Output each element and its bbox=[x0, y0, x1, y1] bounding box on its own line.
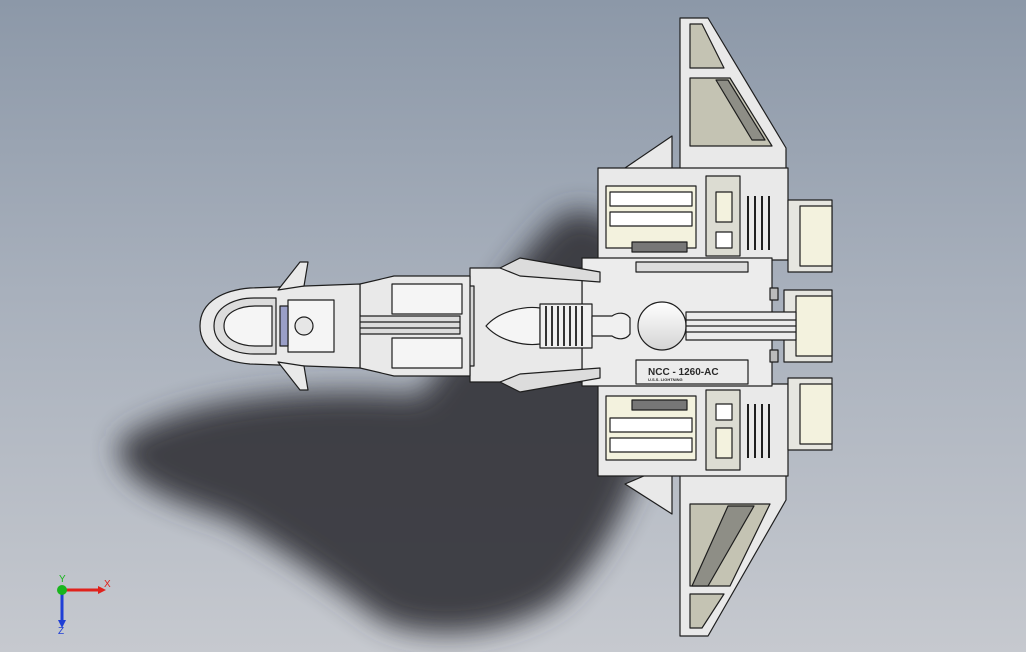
registry-panel: NCC - 1260-AC U.S.S. LIGHTNING bbox=[635, 359, 749, 385]
z-axis-arrowhead bbox=[58, 620, 66, 628]
starship-model[interactable]: NCC - 1260-AC U.S.S. LIGHTNING bbox=[199, 17, 833, 637]
upper-nacelle[interactable] bbox=[597, 167, 833, 273]
ship-name-text: U.S.S. LIGHTNING bbox=[648, 377, 683, 382]
forward-hull[interactable] bbox=[349, 275, 471, 377]
axis-triad: X Y Z bbox=[57, 574, 111, 637]
y-axis-label: Y bbox=[59, 574, 66, 585]
upper-wing[interactable] bbox=[624, 17, 787, 193]
lower-vent-grille bbox=[747, 404, 770, 458]
y-axis-dot bbox=[57, 585, 67, 595]
deflector-assembly[interactable] bbox=[485, 301, 797, 351]
lower-wing[interactable] bbox=[624, 459, 787, 637]
x-axis-arrowhead bbox=[98, 586, 106, 594]
z-axis-label: Z bbox=[58, 626, 64, 637]
lower-nacelle[interactable] bbox=[597, 377, 833, 477]
registry-text: NCC - 1260-AC bbox=[648, 367, 719, 378]
deflector-grille bbox=[545, 306, 583, 346]
upper-vent-grille bbox=[747, 196, 770, 250]
center-engine[interactable] bbox=[783, 289, 833, 363]
nose-section[interactable] bbox=[199, 261, 361, 391]
x-axis-label: X bbox=[104, 579, 111, 590]
